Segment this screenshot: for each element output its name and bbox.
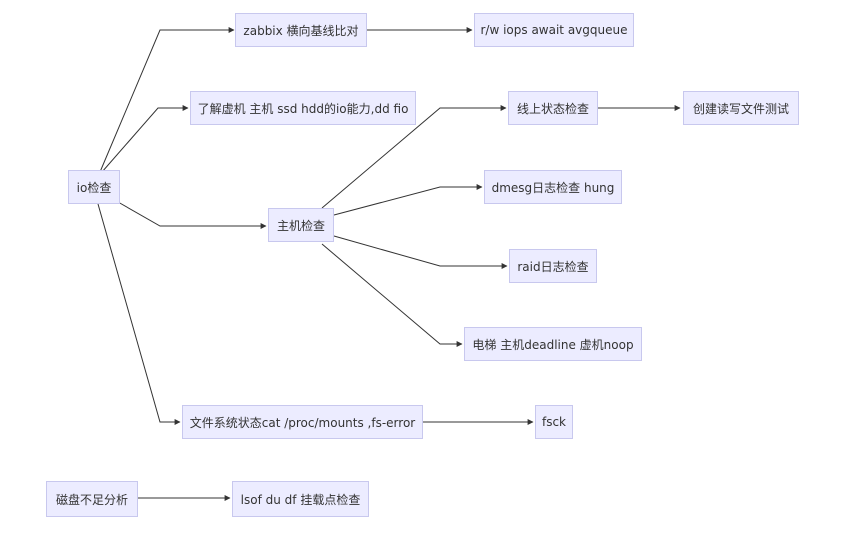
edge-host-to-dmesg [333, 184, 483, 216]
node-create-rw-test[interactable]: 创建读写文件测试 [683, 91, 799, 125]
node-vm-io-capability[interactable]: 了解虚机 主机 ssd hdd的io能力,dd fio [190, 91, 416, 125]
node-disk-shortage[interactable]: 磁盘不足分析 [46, 481, 138, 517]
node-online-status[interactable]: 线上状态检查 [508, 91, 598, 125]
edge-io-to-zabbix [99, 27, 235, 173]
node-elevator-scheduler[interactable]: 电梯 主机deadline 虚机noop [464, 327, 642, 361]
edge-io-to-fs-status [97, 203, 181, 425]
node-lsof-du-df[interactable]: lsof du df 挂载点检查 [232, 481, 369, 517]
node-rw-iops[interactable]: r/w iops await avgqueue [474, 13, 634, 47]
edge-host-to-raid [333, 235, 508, 269]
node-io-check[interactable]: io检查 [68, 170, 120, 204]
node-fsck[interactable]: fsck [535, 405, 573, 439]
edge-host-to-elevator [321, 243, 463, 347]
node-dmesg-check[interactable]: dmesg日志检查 hung [484, 170, 622, 204]
edge-host-to-online-status [321, 105, 507, 209]
node-fs-status[interactable]: 文件系统状态cat /proc/mounts ,fs-error [182, 405, 423, 439]
node-raid-log-check[interactable]: raid日志检查 [509, 249, 597, 283]
edge-io-to-host-check [117, 201, 267, 229]
node-zabbix-baseline[interactable]: zabbix 横向基线比对 [235, 13, 367, 47]
edge-io-to-vm-capability [101, 105, 189, 173]
node-host-check[interactable]: 主机检查 [268, 208, 334, 242]
